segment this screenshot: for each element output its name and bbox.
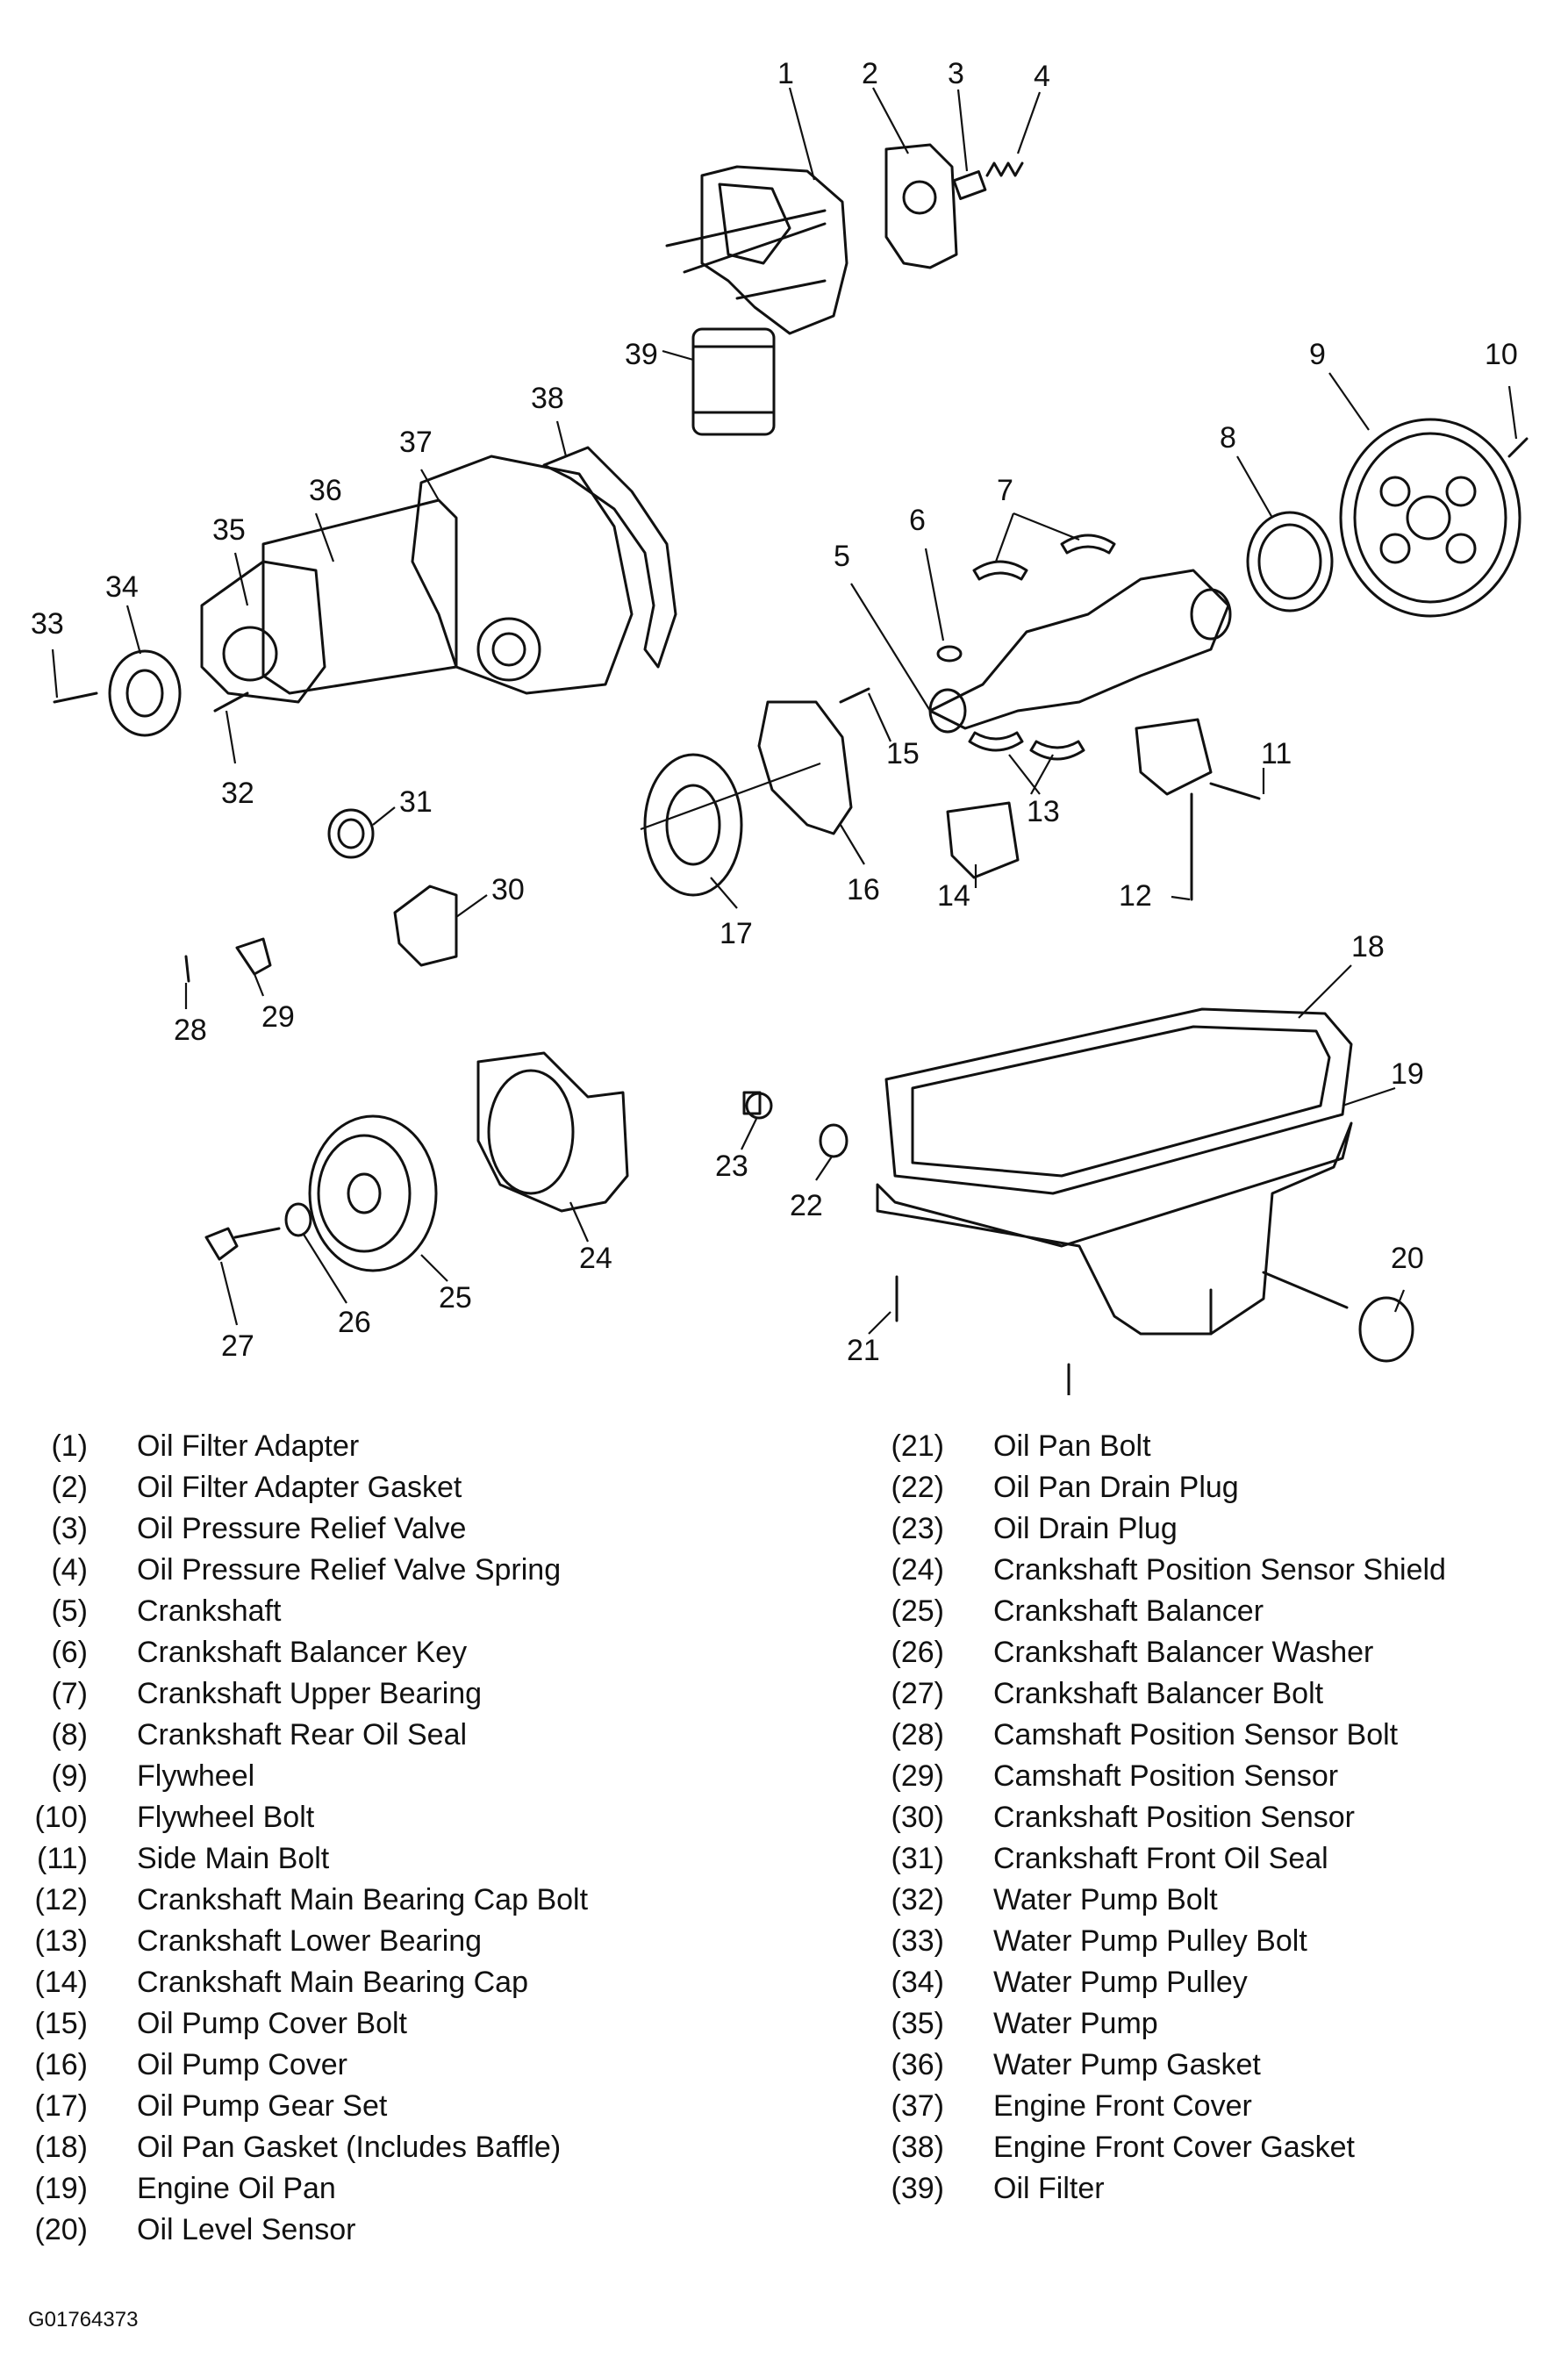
- callout-labels: 1 2 3 4 5 6 7 8 9 10 11 12 13 14 15 16 1…: [31, 57, 1518, 1367]
- flywheel-part: [1339, 418, 1521, 618]
- oil-drain-plug-part: [742, 1091, 773, 1120]
- callout-38: 38: [531, 382, 564, 415]
- callout-4: 4: [1034, 60, 1050, 93]
- water-pump-bolt-part: [213, 691, 249, 713]
- crankshaft-rear-oil-seal-part: [1246, 511, 1334, 612]
- callout-30: 30: [491, 873, 525, 906]
- callout-7: 7: [997, 474, 1013, 507]
- callout-28: 28: [174, 1014, 207, 1047]
- engine-front-cover-part: [411, 455, 634, 695]
- callout-39: 39: [625, 338, 658, 371]
- oil-pan-gasket-part: [884, 1007, 1353, 1195]
- engine-oil-pan-part: [876, 1121, 1353, 1336]
- callout-12: 12: [1119, 879, 1152, 913]
- callout-2: 2: [862, 57, 878, 90]
- callout-26: 26: [338, 1306, 371, 1339]
- callout-37: 37: [399, 426, 433, 459]
- oil-pan-drain-plug-part: [819, 1123, 848, 1158]
- crankshaft-upper-bearing-part: [972, 534, 1116, 581]
- side-main-bolt-part: [1209, 782, 1261, 800]
- callout-6: 6: [909, 504, 926, 537]
- crankshaft-part: [928, 569, 1232, 734]
- oil-filter-adapter-gasket-part: [884, 143, 958, 269]
- crankshaft-lower-bearing-part: [968, 731, 1085, 761]
- callout-32: 32: [221, 777, 254, 810]
- water-pump-pulley-bolt-part: [53, 691, 98, 704]
- callout-14: 14: [937, 879, 970, 913]
- flywheel-bolt-part: [1507, 437, 1529, 458]
- exploded-engine-diagram: 1 2 3 4 5 6 7 8 9 10 11 12 13 14 15 16 1…: [31, 57, 1529, 1395]
- callout-8: 8: [1220, 421, 1236, 455]
- callout-10: 10: [1485, 338, 1518, 371]
- water-pump-pulley-part: [108, 649, 182, 737]
- camshaft-position-sensor-part: [235, 937, 272, 976]
- engine-front-cover-gasket-part: [542, 446, 677, 669]
- callout-36: 36: [309, 474, 342, 507]
- callout-27: 27: [221, 1329, 254, 1363]
- oil-pressure-relief-valve-spring-part: [985, 161, 1024, 177]
- callout-16: 16: [847, 873, 880, 906]
- oil-pan-bolt-part: [895, 1275, 1213, 1395]
- oil-filter-part: [691, 327, 776, 436]
- callout-22: 22: [790, 1189, 823, 1222]
- callout-35: 35: [212, 513, 246, 547]
- callout-34: 34: [105, 570, 139, 604]
- crankshaft-balancer-part: [308, 1114, 438, 1272]
- oil-level-sensor-part: [1262, 1271, 1414, 1363]
- callout-29: 29: [261, 1000, 295, 1034]
- figure-id: G01764373: [28, 2308, 139, 2332]
- oil-pressure-relief-valve-part: [952, 170, 987, 200]
- crankshaft-balancer-washer-part: [284, 1202, 312, 1237]
- water-pump-gasket-part: [261, 498, 458, 695]
- callout-1: 1: [777, 57, 794, 90]
- callout-24: 24: [579, 1242, 612, 1275]
- callout-17: 17: [720, 917, 753, 950]
- callout-3: 3: [948, 57, 964, 90]
- crankshaft-balancer-bolt-part: [204, 1227, 281, 1261]
- callout-25: 25: [439, 1281, 472, 1315]
- callout-11: 11: [1261, 737, 1292, 770]
- oil-filter-adapter-part: [665, 165, 848, 335]
- oil-pump-cover-bolt-part: [839, 687, 870, 704]
- crankshaft-balancer-key-part: [936, 645, 963, 663]
- crankshaft-position-sensor-part: [393, 885, 458, 967]
- crankshaft-position-sensor-shield-part: [476, 1051, 629, 1213]
- camshaft-position-sensor-bolt-part: [184, 955, 190, 983]
- callout-18: 18: [1351, 930, 1385, 964]
- crankshaft-front-oil-seal-part: [327, 808, 375, 859]
- callout-33: 33: [31, 607, 64, 641]
- callout-20: 20: [1391, 1242, 1424, 1275]
- oil-pump-gear-set-part: [640, 753, 821, 897]
- callout-15: 15: [886, 737, 920, 770]
- callout-21: 21: [847, 1334, 880, 1367]
- callout-13: 13: [1027, 795, 1060, 828]
- oil-pump-cover-part: [757, 700, 853, 835]
- callout-9: 9: [1309, 338, 1326, 371]
- callout-31: 31: [399, 785, 433, 819]
- callout-23: 23: [715, 1150, 748, 1183]
- water-pump-part: [200, 560, 326, 704]
- callout-19: 19: [1391, 1057, 1424, 1091]
- crankshaft-main-bearing-cap-part: [946, 718, 1213, 879]
- leader-lines: [51, 87, 1518, 1335]
- callout-5: 5: [834, 540, 850, 573]
